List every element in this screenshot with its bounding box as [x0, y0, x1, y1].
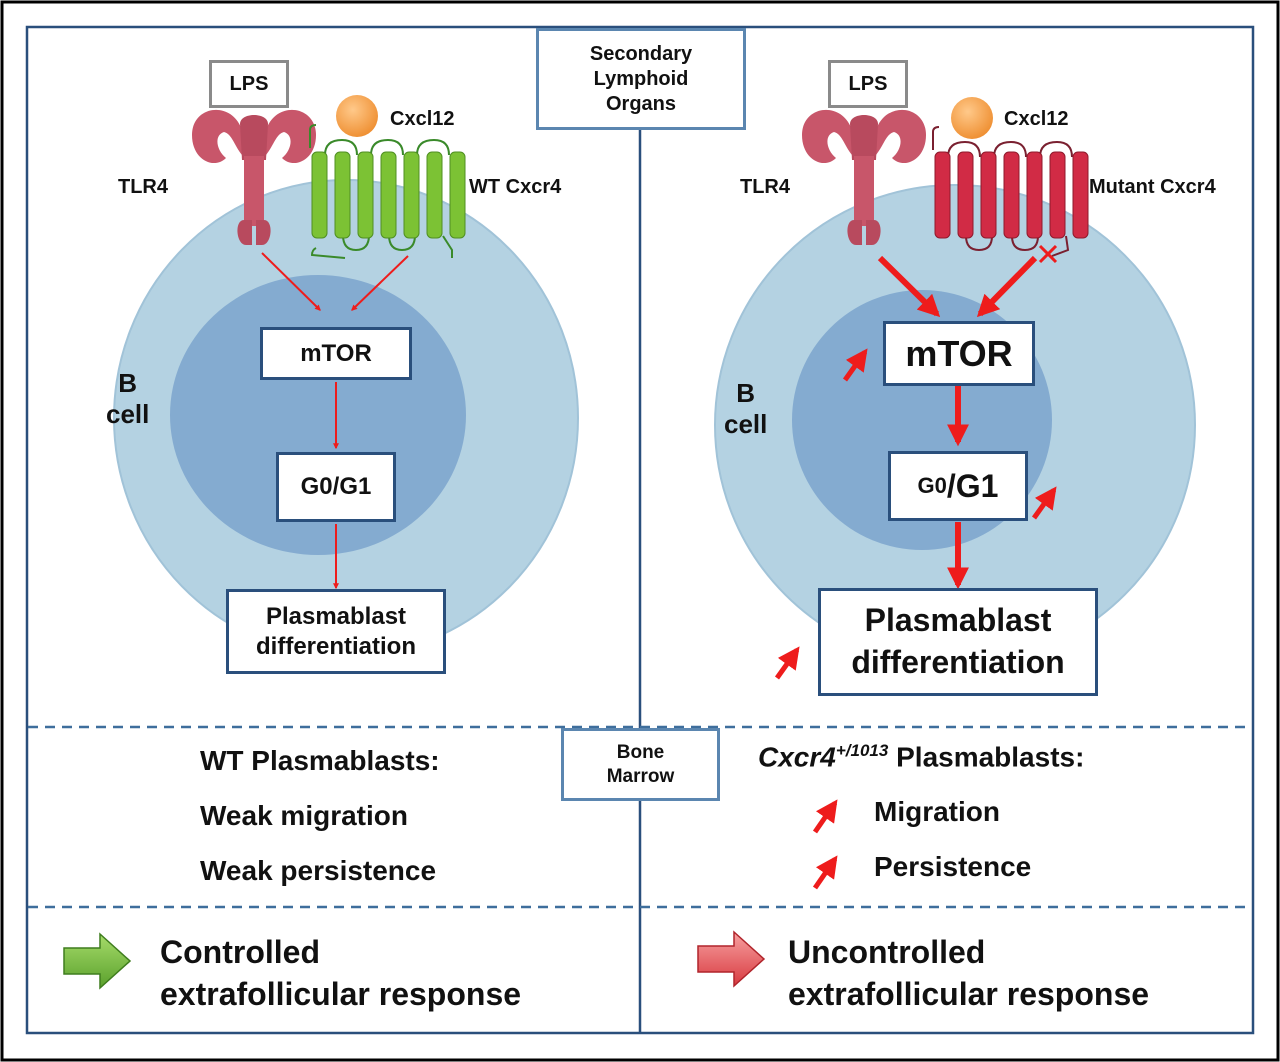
left-b-cell: [113, 179, 579, 657]
cycle-large-text: /G1: [946, 467, 999, 504]
left-cxcl12-ligand: [336, 95, 378, 137]
inner-frame: [25, 25, 1255, 1035]
green-arrow-icon: [63, 932, 132, 990]
transmembrane-helix: [934, 151, 951, 239]
region-line: Bone: [616, 741, 665, 763]
summary-title-rest: Plasmablasts:: [888, 741, 1085, 773]
plasmablast-line: differentiation: [851, 644, 1065, 680]
increase-arrow-icon-plasmablast: [774, 646, 800, 680]
truncation-mark-icon: [1038, 244, 1058, 264]
right-plasmablast-box: Plasmablast differentiation: [818, 588, 1098, 696]
genotype-superscript: +/1013: [835, 741, 889, 760]
transmembrane-helix: [357, 151, 374, 239]
controlled-outcome-text: Controlled extrafollicular response: [160, 932, 521, 1015]
transmembrane-helix: [334, 151, 351, 239]
transmembrane-helix: [426, 151, 443, 239]
secondary-lymphoid-organs-label: Secondary Lymphoid Organs: [536, 28, 746, 130]
outcome-line: Uncontrolled: [788, 934, 986, 970]
left-tlr4-receptor: [192, 109, 316, 245]
outcome-line: extrafollicular response: [160, 975, 522, 1012]
mutant-summary-persistence: Persistence: [874, 851, 1032, 882]
plasmablast-line: Plasmablast: [864, 602, 1052, 639]
transmembrane-helix: [957, 151, 974, 239]
increase-arrow-icon-migration: [812, 799, 838, 834]
left-b-cell-label: B cell: [106, 368, 149, 430]
cell-label-line: cell: [106, 399, 150, 430]
cell-label-line: B: [736, 378, 756, 408]
wt-cxcr4-helices: [311, 151, 466, 239]
transmembrane-helix: [980, 151, 997, 239]
transmembrane-helix: [1049, 151, 1066, 239]
transmembrane-helix: [1003, 151, 1020, 239]
red-arrow-icon: [697, 930, 766, 988]
cycle-small-text: G0: [917, 473, 947, 498]
left-lps-label: LPS: [209, 60, 289, 108]
right-arrow-cxcr4-mtor: [976, 255, 1038, 318]
increase-arrow-icon-cycle: [1031, 486, 1057, 520]
right-arrow-tlr4-mtor: [877, 255, 941, 318]
outcome-line: Controlled: [160, 934, 320, 970]
right-tlr4-receptor: [802, 109, 926, 245]
region-line: Lymphoid: [593, 67, 689, 90]
wt-cxcr4-receptor: [309, 124, 453, 259]
mutant-cxcr4-receptor: [932, 126, 1073, 257]
transmembrane-helix: [449, 151, 466, 239]
transmembrane-helix: [311, 151, 328, 239]
left-mtor-box: mTOR: [260, 327, 412, 380]
increase-arrow-icon-mtor: [842, 348, 868, 382]
mutant-summary-title: Cxcr4+/1013 Plasmablasts:: [758, 741, 1084, 774]
right-lps-label: LPS: [828, 60, 908, 108]
bone-marrow-label: Bone Marrow: [561, 728, 720, 801]
region-line: Secondary: [589, 42, 693, 65]
uncontrolled-outcome-text: Uncontrolled extrafollicular response: [788, 932, 1149, 1015]
increase-arrow-icon-persistence: [812, 855, 838, 890]
outcome-line: extrafollicular response: [788, 975, 1150, 1012]
right-cycle-box: G0/G1: [888, 451, 1028, 521]
wt-summary-title: WT Plasmablasts:: [200, 745, 440, 776]
right-cxcl12-label: Cxcl12: [1004, 108, 1069, 130]
transmembrane-helix: [1072, 151, 1089, 239]
right-tlr4-label: TLR4: [740, 176, 790, 198]
left-cycle-box: G0/G1: [276, 452, 396, 522]
plasmablast-line: differentiation: [256, 632, 416, 660]
transmembrane-helix: [1026, 151, 1043, 239]
right-b-cell-label: B cell: [724, 378, 767, 440]
wt-summary-persistence: Weak persistence: [200, 855, 437, 886]
mutant-cxcr4-helices: [934, 151, 1089, 239]
transmembrane-helix: [380, 151, 397, 239]
cell-label-line: cell: [724, 409, 768, 440]
left-cxcl12-label: Cxcl12: [390, 108, 455, 130]
plasmablast-line: Plasmablast: [265, 602, 407, 630]
transmembrane-helix: [403, 151, 420, 239]
cell-label-line: B: [118, 368, 138, 398]
right-mtor-box: mTOR: [883, 321, 1035, 386]
left-arrow-tlr4-mtor: [261, 252, 321, 311]
left-plasmablast-box: Plasmablast differentiation: [226, 589, 446, 674]
wt-cxcr4-label: WT Cxcr4: [469, 176, 562, 198]
region-line: Marrow: [606, 765, 675, 787]
wt-summary-migration: Weak migration: [200, 800, 408, 831]
region-line: Organs: [605, 92, 677, 115]
left-tlr4-label: TLR4: [118, 176, 168, 198]
left-arrow-cxcr4-mtor: [351, 255, 409, 311]
gene-name: Cxcr4: [758, 741, 836, 773]
mutant-summary-migration: Migration: [874, 796, 1000, 827]
mutant-cxcr4-label: Mutant Cxcr4: [1089, 176, 1216, 198]
right-cxcl12-ligand: [951, 97, 993, 139]
